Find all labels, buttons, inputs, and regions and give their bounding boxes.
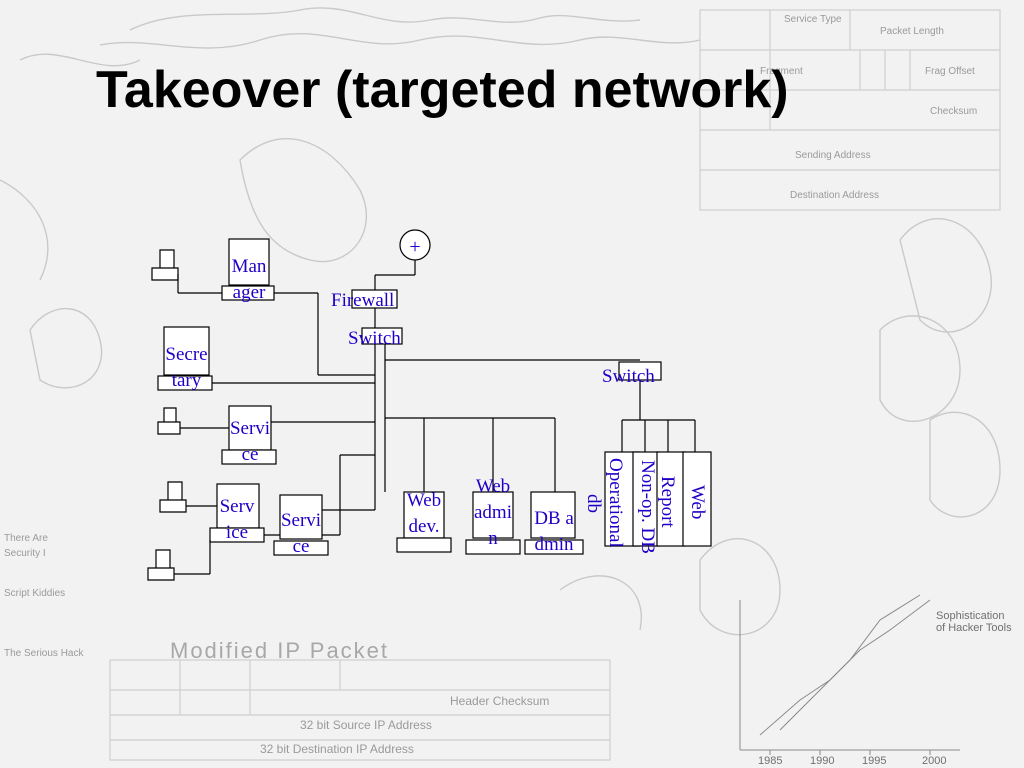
bg-year-1995: 1995 <box>862 755 887 767</box>
web-admin-label: Web admin <box>474 476 512 549</box>
bg-note-3: Script Kiddies <box>4 588 66 599</box>
bg-field-checksum: Checksum <box>930 106 978 117</box>
bg-field-frag-offset: Frag Offset <box>925 66 975 77</box>
firewall-label: Firewall <box>331 290 395 311</box>
bg-note-1: There Are <box>4 533 48 544</box>
db-admin-server <box>530 491 576 539</box>
modified-packet-table <box>109 659 611 761</box>
service-3-label: Service <box>280 510 322 557</box>
web-dev-server <box>403 491 445 539</box>
report-label: Report <box>657 476 678 528</box>
printer-manager <box>151 249 179 281</box>
switch-main-box <box>361 327 403 345</box>
service-3-monitor <box>279 494 323 540</box>
bg-year-2000: 2000 <box>922 755 947 767</box>
timeline-chart <box>739 594 960 755</box>
bg-source-address: 32 bit Source IP Address <box>300 718 432 732</box>
service-1-keyboard <box>221 449 277 465</box>
bg-year-1985: 1985 <box>758 755 783 767</box>
bg-field-packet-length: Packet Length <box>880 26 944 37</box>
web-admin-keyboard <box>465 539 521 555</box>
web-label: Web <box>687 484 708 520</box>
operational-db-label: Operational db <box>583 458 626 548</box>
db-admin-label: DB admin <box>534 508 574 555</box>
printer-service-3 <box>147 549 175 581</box>
manager-monitor <box>228 238 270 286</box>
bg-timeline-caption: Sophistication of Hacker Tools <box>936 610 1012 634</box>
report-tower <box>656 451 686 547</box>
web-dev-label: Web dev. <box>406 490 442 537</box>
slide-title: Takeover (targeted network) <box>96 61 789 119</box>
packet-header-table <box>699 9 1001 211</box>
secretary-monitor <box>163 326 210 376</box>
tribal-ornament <box>129 7 641 31</box>
bg-note-4: The Serious Hack <box>4 648 84 659</box>
switch-right-label: Switch <box>602 366 655 387</box>
bg-modified-packet-title: Modified IP Packet <box>170 638 390 663</box>
service-1-monitor <box>228 405 272 451</box>
service-3-keyboard <box>273 540 329 556</box>
bg-year-1990: 1990 <box>810 755 835 767</box>
manager-label: Manager <box>231 256 267 303</box>
web-dev-keyboard <box>396 537 452 553</box>
eagle-sketch <box>239 138 367 263</box>
switch-main-label: Switch <box>348 328 401 349</box>
bg-field-service-type: Service Type <box>784 14 842 25</box>
bg-header-checksum: Header Checksum <box>450 694 550 708</box>
bg-field-fragment: Fragment <box>760 66 803 77</box>
service-1-label: Service <box>229 418 271 465</box>
printer-secretary <box>157 407 181 435</box>
nonop-db-label: Non-op. DB <box>637 460 658 554</box>
bg-field-sending-address: Sending Address <box>795 150 871 161</box>
web-admin-server <box>472 491 514 539</box>
printer-service-2 <box>159 481 187 513</box>
bg-field-destination-address: Destination Address <box>790 190 879 201</box>
bg-note-2: Security I <box>4 548 46 559</box>
bg-destination-address: 32 bit Destination IP Address <box>260 742 414 756</box>
service-2-label: Service <box>219 496 255 543</box>
web-tower <box>682 451 712 547</box>
db-admin-keyboard <box>524 539 584 555</box>
plus-symbol: + <box>409 236 420 258</box>
secretary-label: Secretary <box>165 344 208 391</box>
